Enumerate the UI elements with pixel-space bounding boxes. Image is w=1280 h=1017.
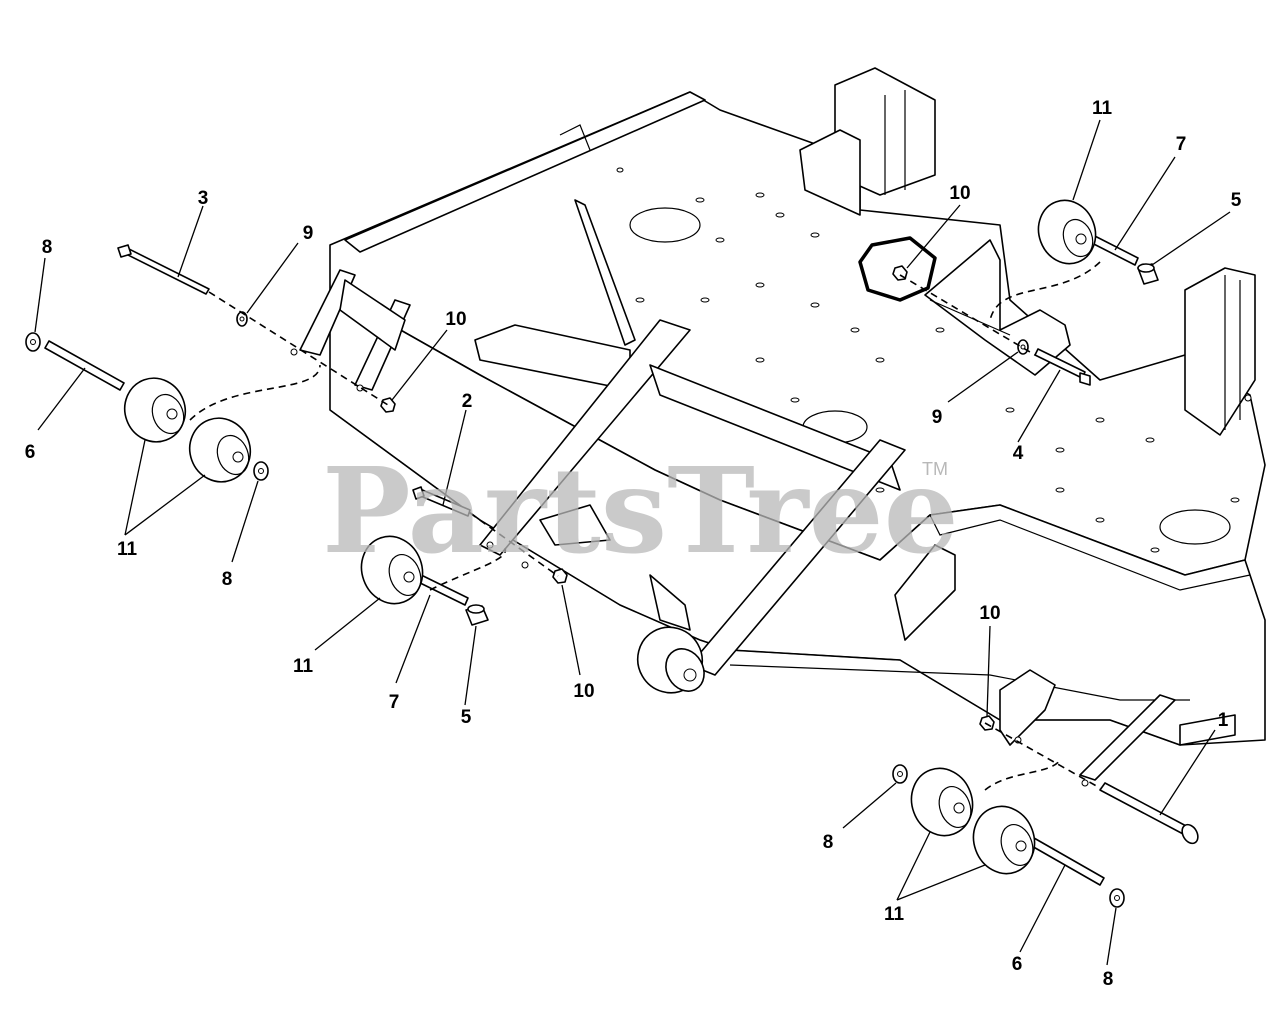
center-arm — [479, 319, 906, 676]
bolt-4 — [1034, 348, 1091, 386]
callout-11-center: 11 — [293, 656, 314, 677]
callout-8-bottom-a: 8 — [823, 832, 834, 853]
highlight-outline — [858, 236, 937, 302]
callout-4: 4 — [1013, 443, 1024, 464]
axle-6-right — [1029, 837, 1105, 886]
callout-6-left: 6 — [25, 442, 36, 463]
axle-6-left — [44, 340, 125, 391]
roller-11-left-b — [188, 417, 252, 483]
callout-9-right: 9 — [932, 407, 943, 428]
mower-deck — [329, 91, 1266, 746]
callout-10-center: 10 — [573, 681, 594, 702]
callout-7-right: 7 — [1176, 134, 1187, 155]
roller-11-bottom-b — [972, 805, 1036, 875]
callouts: 3 9 8 10 6 2 11 8 11 10 7 5 11 7 10 5 9 … — [25, 98, 1242, 990]
nut-10-left — [380, 397, 396, 413]
callout-8-topleft: 8 — [42, 237, 53, 258]
washer-8-bottom-b — [1109, 888, 1125, 908]
front-roller-center — [636, 626, 705, 694]
deck-slots — [616, 167, 1240, 553]
callout-11-left: 11 — [117, 539, 138, 560]
roller-11-bottom-a — [910, 767, 974, 837]
callout-10-right: 10 — [979, 603, 1000, 624]
washer-8-bottom-a — [892, 764, 908, 784]
nut-10-center — [552, 568, 568, 584]
watermark-text: PartsTree — [322, 441, 959, 580]
assembly-lines — [189, 261, 1101, 791]
callout-6-right: 6 — [1012, 954, 1023, 975]
callout-5-right: 5 — [1231, 190, 1242, 211]
roller-11-top — [1037, 199, 1097, 265]
watermark-trademark: TM — [922, 459, 948, 479]
callout-11-top: 11 — [1092, 98, 1113, 119]
bolt-3 — [117, 244, 210, 295]
callout-5-left: 5 — [461, 707, 472, 728]
callout-11-bottom: 11 — [884, 904, 905, 925]
left-bracket — [290, 269, 411, 392]
washer-9-right — [1017, 339, 1029, 355]
callout-10-top: 10 — [949, 183, 970, 204]
roller-11-left-a — [123, 377, 187, 443]
callout-10-left: 10 — [445, 309, 466, 330]
leader-lines — [34, 119, 1231, 966]
callout-3: 3 — [198, 188, 209, 209]
roller-11-center — [360, 535, 424, 605]
spacer-5-center — [465, 604, 489, 626]
callout-8-left: 8 — [222, 569, 233, 590]
upright-blocks — [799, 67, 1256, 436]
callout-8-bottom-b: 8 — [1103, 969, 1114, 990]
callout-9-left: 9 — [303, 223, 314, 244]
spacer-5-top — [1137, 263, 1159, 285]
nut-10-right — [979, 715, 995, 731]
callout-7-left: 7 — [389, 692, 400, 713]
right-bracket — [894, 544, 1236, 787]
callout-2: 2 — [462, 391, 473, 412]
washer-8-left — [253, 461, 269, 481]
washer-8-topleft — [25, 332, 41, 352]
bolt-1 — [1099, 782, 1199, 845]
callout-1: 1 — [1218, 710, 1229, 731]
